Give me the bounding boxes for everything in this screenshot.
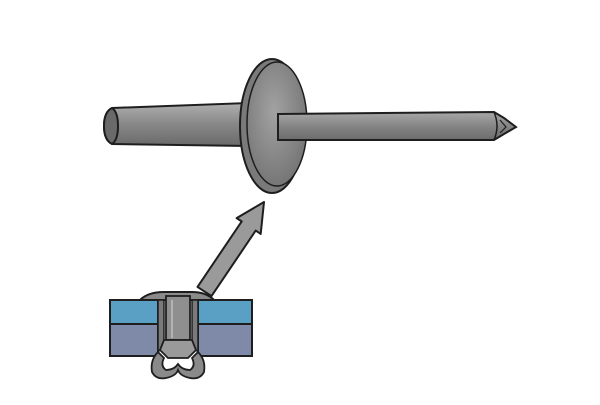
joint-mandrel	[165, 295, 191, 341]
rivet-joint-cross-section-icon	[109, 291, 253, 380]
right-sheet-top	[197, 299, 253, 325]
rivet-mandrel-notch	[499, 119, 507, 134]
right-sheet-bottom	[197, 323, 253, 357]
joint-mandrel-head	[158, 339, 198, 359]
blind-rivet-icon	[102, 58, 518, 194]
joint-rivet-tail	[150, 350, 206, 380]
rivet-body-end	[102, 106, 120, 146]
rivet-mandrel	[277, 110, 518, 141]
rivet-mandrel-tip	[493, 111, 498, 141]
arrow-up-right-icon	[196, 201, 265, 298]
left-sheet-bottom	[109, 323, 159, 357]
left-sheet-top	[109, 299, 159, 325]
arrow-shape	[196, 201, 265, 298]
rivet-body	[102, 101, 249, 148]
